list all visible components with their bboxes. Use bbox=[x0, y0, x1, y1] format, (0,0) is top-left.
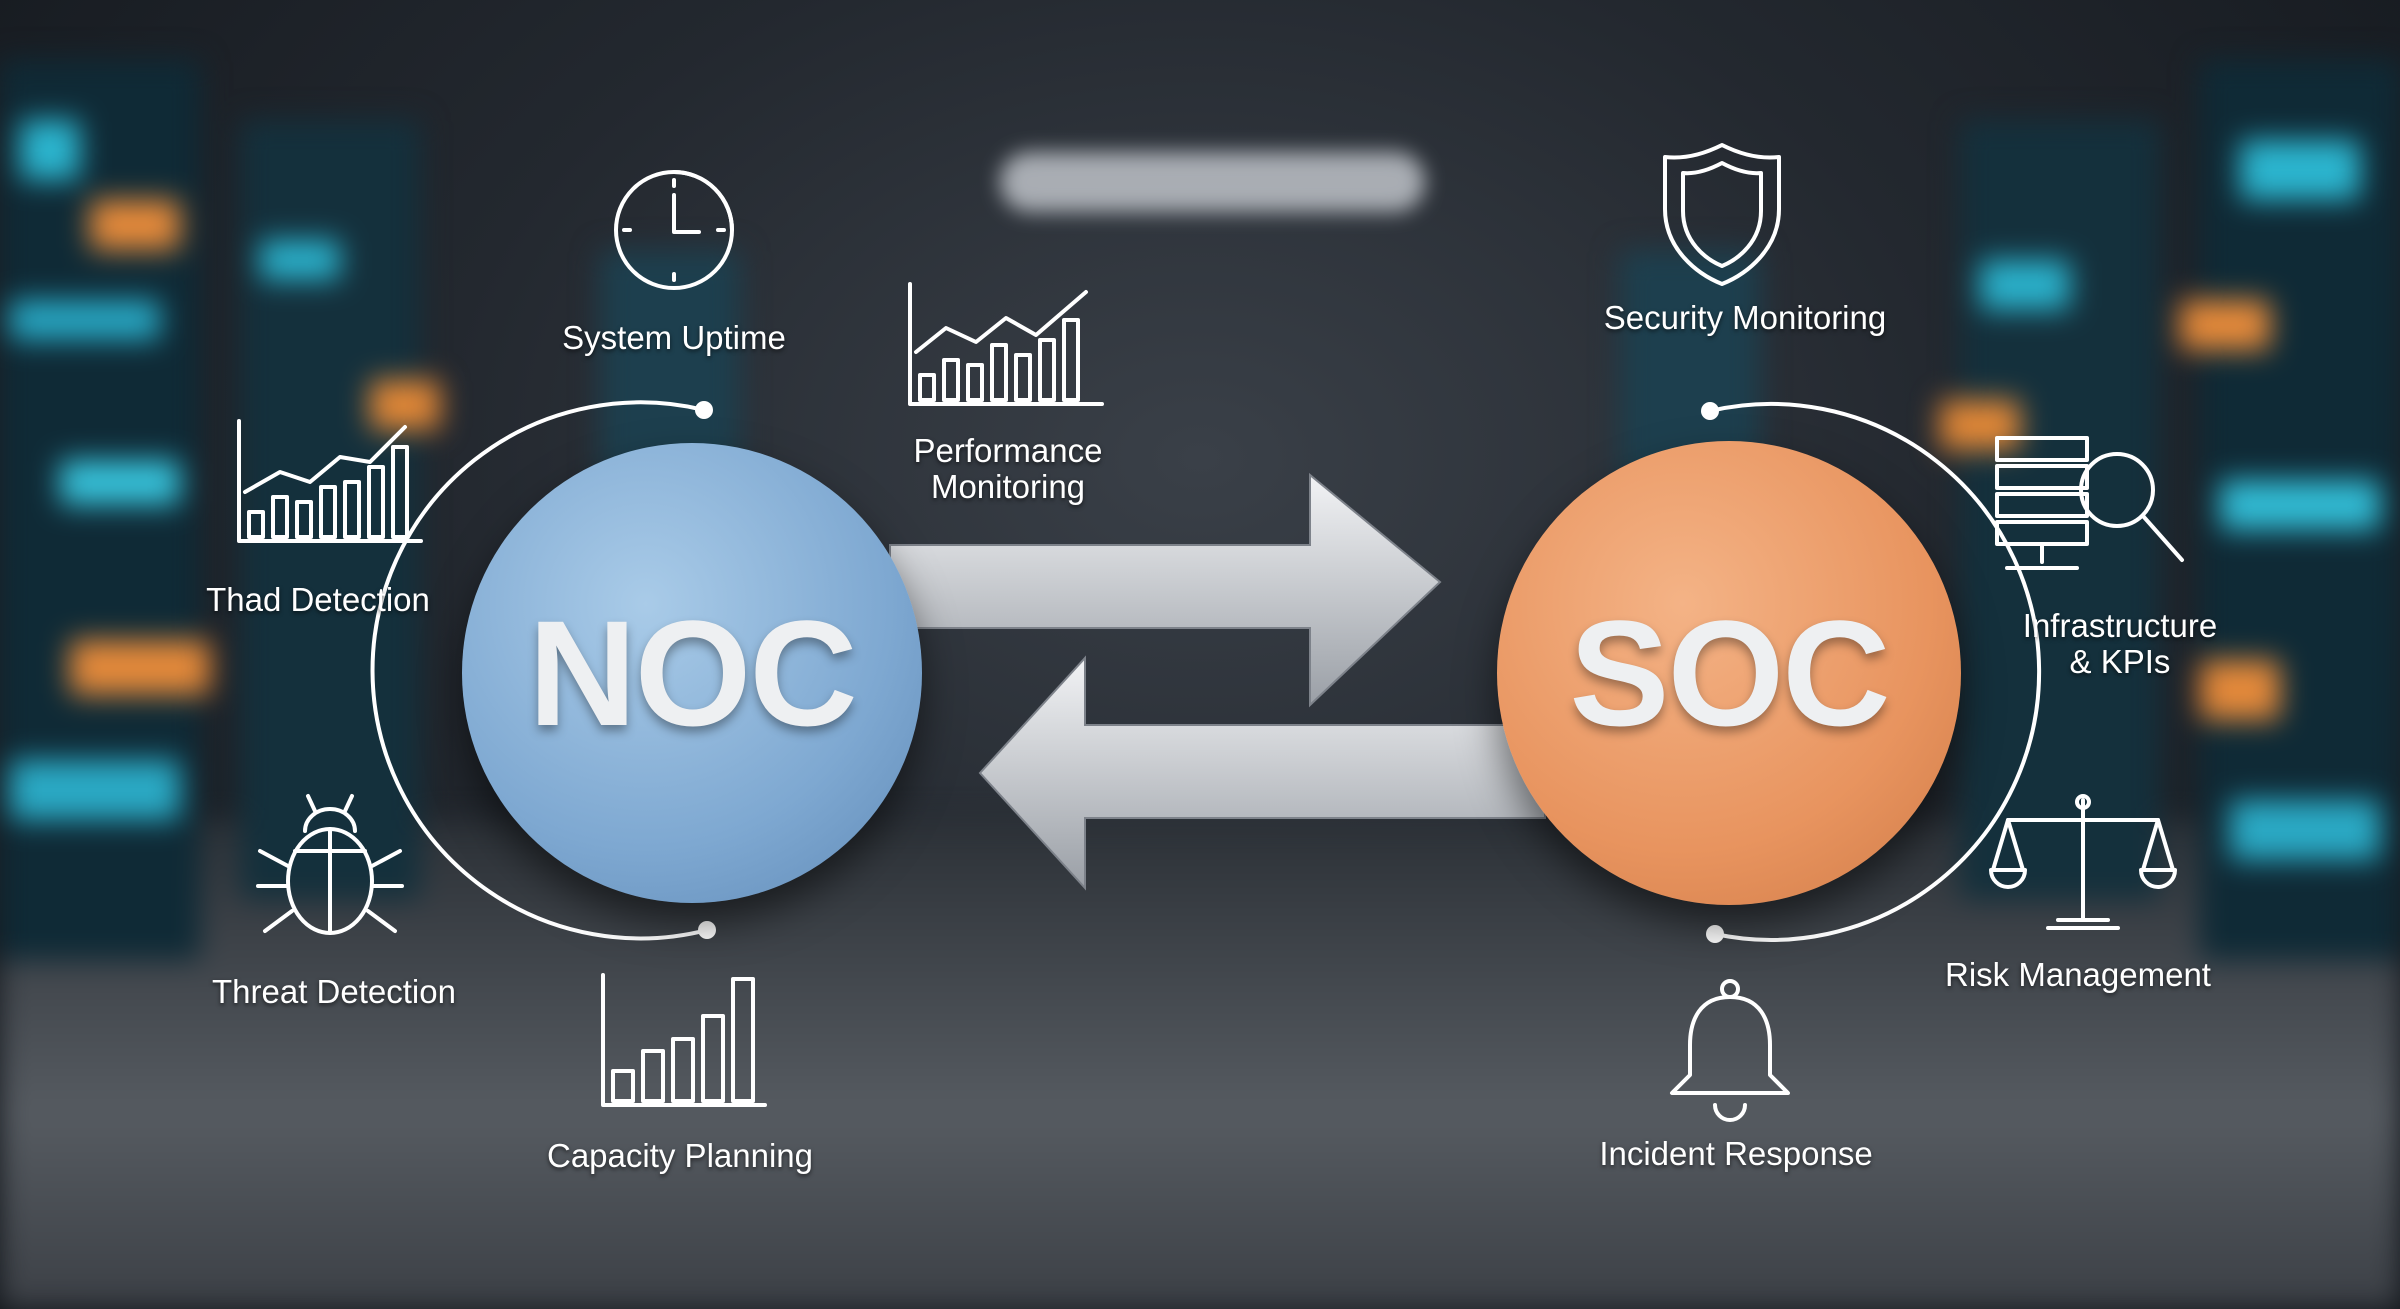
label-infrastructure-kpis: Infrastructure& KPIs bbox=[2022, 607, 2218, 680]
label-capacity-planning: Capacity Planning bbox=[547, 1137, 813, 1174]
bell-icon bbox=[1670, 979, 1790, 1122]
orbit-dot bbox=[698, 921, 716, 939]
scale-icon bbox=[1989, 794, 2177, 930]
soc-hub: SOC bbox=[1497, 441, 1961, 905]
label-system-uptime: System Uptime bbox=[562, 319, 786, 356]
line-bar-chart-icon bbox=[908, 282, 1104, 406]
noc-hub: NOC bbox=[462, 443, 922, 903]
bug-icon bbox=[256, 794, 404, 935]
bar-chart-icon bbox=[601, 973, 767, 1107]
orbit-dot bbox=[695, 401, 713, 419]
label-incident-response: Incident Response bbox=[1599, 1135, 1873, 1172]
noc-orbit-arc bbox=[370, 400, 708, 941]
clock-icon bbox=[614, 170, 734, 290]
server-search-icon bbox=[1995, 436, 2184, 570]
orbit-dot bbox=[1706, 925, 1724, 943]
arrow-soc-to-noc bbox=[978, 655, 1546, 891]
label-risk-management: Risk Management bbox=[1945, 956, 2211, 993]
soc-orbit-arc bbox=[1709, 402, 2042, 942]
ceiling-light bbox=[1000, 152, 1425, 212]
label-thad-detection: Thad Detection bbox=[206, 581, 430, 618]
label-security-monitoring: Security Monitoring bbox=[1603, 299, 1887, 336]
orbit-dot bbox=[1701, 402, 1719, 420]
shield-icon bbox=[1663, 143, 1781, 286]
line-bar-chart-icon bbox=[237, 419, 423, 543]
label-threat-detection: Threat Detection bbox=[212, 973, 456, 1010]
arrow-noc-to-soc bbox=[889, 472, 1442, 708]
